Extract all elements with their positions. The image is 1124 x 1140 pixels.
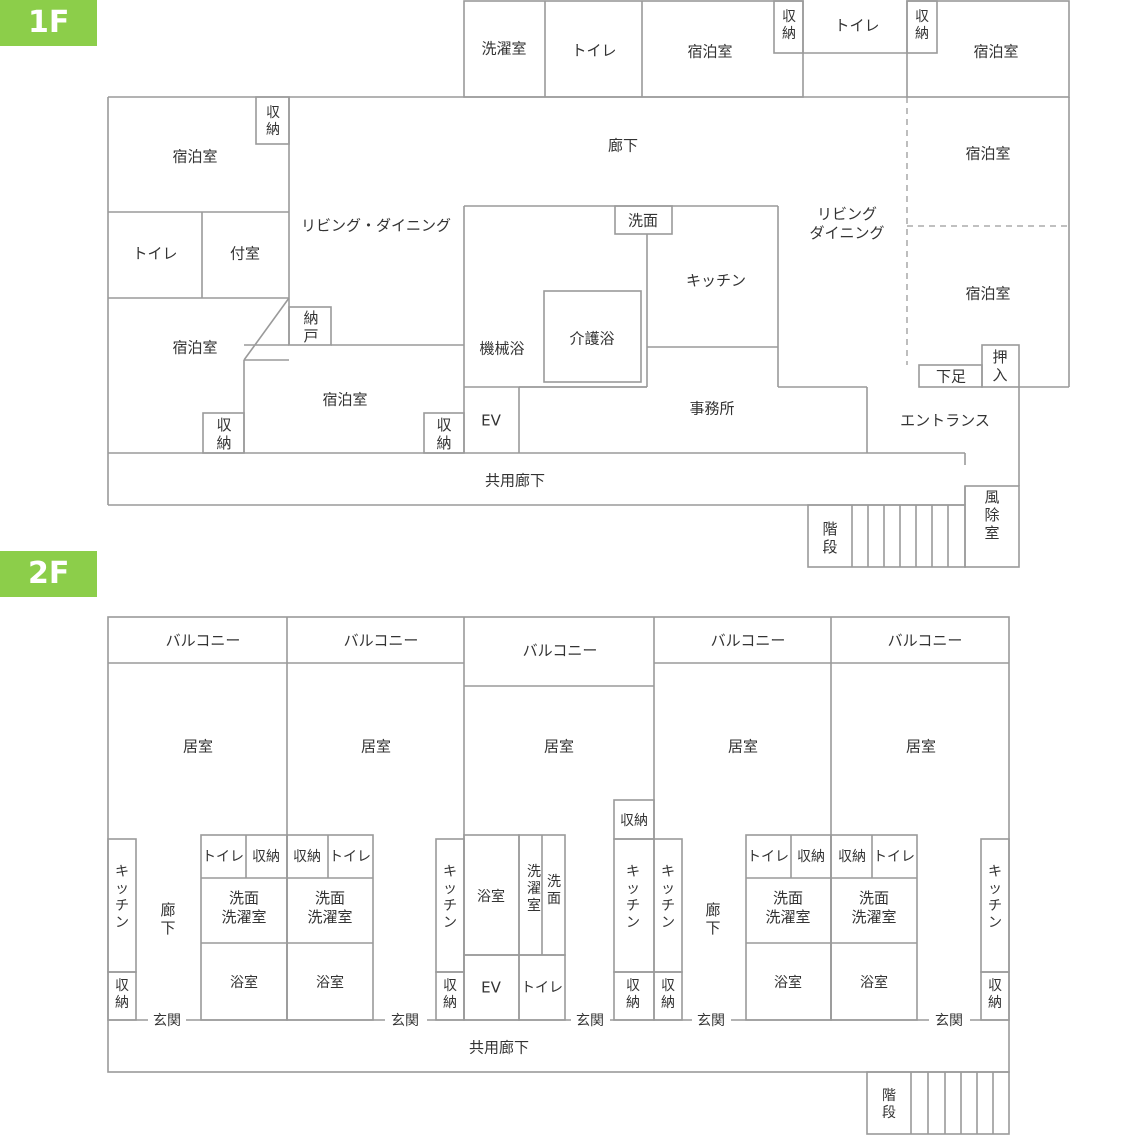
room-toilet-top: トイレ — [571, 42, 616, 60]
room-care-bath: 介護浴 — [569, 330, 614, 348]
entrance-hall-3: 玄関 — [576, 1012, 604, 1029]
room-guest-top-a: 宿泊室 — [687, 43, 732, 61]
bath-2: 浴室 — [316, 974, 344, 991]
room-toilet-top-b: トイレ — [834, 17, 879, 35]
room-stairs: 階段 — [822, 520, 837, 556]
room-entrance: エントランス — [900, 412, 990, 430]
room-storage-bottom-b: 収納 — [436, 416, 451, 452]
corridor-4: 廊下 — [705, 901, 720, 937]
storage-4: 収納 — [661, 978, 675, 1011]
room-guest-bottom: 宿泊室 — [322, 391, 367, 409]
room-laundry: 洗濯室 — [481, 40, 526, 58]
storage-4b: 収納 — [797, 849, 825, 865]
floor-badge-2f: 2F — [0, 551, 97, 597]
room-living-dining-left: リビング・ダイニング — [301, 217, 451, 235]
room-kitchen: キッチン — [686, 272, 746, 290]
bath-5: 浴室 — [860, 974, 888, 991]
storage-1: 収納 — [115, 978, 129, 1011]
wash-laundry-center-b: 洗面 — [547, 874, 561, 907]
room-storage-top-b: 収納 — [915, 9, 929, 42]
kitchen-2: キッチン — [443, 864, 457, 931]
storage-2: 収納 — [443, 978, 457, 1011]
kitchen-4a: キッチン — [626, 864, 640, 931]
entrance-hall-1: 玄関 — [153, 1012, 181, 1029]
kitchen-5: キッチン — [988, 864, 1002, 931]
bath-1: 浴室 — [230, 974, 258, 991]
living-room-1: 居室 — [183, 738, 213, 756]
room-washroom: 洗面 — [628, 212, 658, 230]
room-guest-left-b: 宿泊室 — [172, 339, 217, 357]
room-futon-closet: 押入 — [992, 348, 1007, 384]
room-office: 事務所 — [689, 400, 734, 418]
room-corridor: 廊下 — [608, 137, 638, 155]
balcony-5: バルコニー — [888, 632, 963, 650]
storage-center: 収納 — [620, 813, 648, 829]
room-storage-top-a: 収納 — [782, 9, 796, 42]
balcony-4: バルコニー — [711, 632, 786, 650]
balcony-2: バルコニー — [344, 632, 419, 650]
living-room-4: 居室 — [728, 738, 758, 756]
room-shoe-closet: 下足 — [936, 368, 966, 386]
floor-2f-labels: バルコニー バルコニー バルコニー バルコニー バルコニー 居室 居室 居室 居… — [115, 632, 1002, 1122]
entrance-hall-2: 玄関 — [391, 1012, 419, 1029]
toilet-4: トイレ — [747, 849, 789, 865]
room-guest-top-b: 宿泊室 — [973, 43, 1018, 61]
toilet-1: トイレ — [202, 849, 244, 865]
storage-5b: 収納 — [838, 849, 866, 865]
living-room-3: 居室 — [544, 738, 574, 756]
room-toilet-left: トイレ — [132, 245, 177, 263]
corridor-1: 廊下 — [160, 901, 175, 937]
room-annex: 付室 — [230, 245, 260, 263]
room-storage-bottom-a: 収納 — [216, 416, 231, 452]
room-shared-corridor: 共用廊下 — [485, 472, 545, 490]
storage-1b: 収納 — [252, 849, 280, 865]
storage-2b: 収納 — [293, 849, 321, 865]
balcony-1: バルコニー — [166, 632, 241, 650]
kitchen-4: キッチン — [661, 864, 675, 931]
room-closet-left: 納戸 — [303, 309, 318, 345]
bath-center: 浴室 — [477, 888, 505, 905]
toilet-center: トイレ — [521, 980, 563, 996]
room-elevator: EV — [481, 412, 501, 430]
living-room-5: 居室 — [906, 738, 936, 756]
elevator-2f: EV — [481, 979, 501, 997]
living-room-2: 居室 — [361, 738, 391, 756]
toilet-5: トイレ — [873, 849, 915, 865]
floor-badge-1f: 1F — [0, 0, 97, 46]
wash-laundry-2: 洗面洗濯室 — [307, 889, 352, 926]
bath-4: 浴室 — [774, 974, 802, 991]
entrance-hall-5: 玄関 — [935, 1012, 963, 1029]
room-guest-right-a: 宿泊室 — [965, 145, 1010, 163]
room-storage-left-a: 収納 — [266, 105, 280, 138]
floor-2f-walls — [107, 616, 1010, 1135]
wash-laundry-1: 洗面洗濯室 — [221, 889, 266, 926]
storage-5: 収納 — [988, 978, 1002, 1011]
stairs-2f: 階段 — [882, 1088, 896, 1121]
wash-laundry-center-a: 洗濯室 — [527, 864, 541, 914]
room-machine-bath: 機械浴 — [479, 340, 524, 358]
room-guest-right-b: 宿泊室 — [965, 285, 1010, 303]
wash-laundry-4: 洗面洗濯室 — [765, 889, 810, 926]
wash-laundry-5: 洗面洗濯室 — [851, 889, 896, 926]
kitchen-1: キッチン — [115, 864, 129, 931]
entrance-hall-4: 玄関 — [697, 1012, 725, 1029]
storage-4a: 収納 — [626, 978, 640, 1011]
shared-corridor-2f: 共用廊下 — [469, 1039, 529, 1057]
room-windbreak: 風除室 — [984, 488, 999, 542]
floor-1f-labels: 洗濯室 トイレ 宿泊室 収納 トイレ 収納 宿泊室 宿泊室 収納 廊下 リビング… — [132, 9, 1018, 556]
toilet-2: トイレ — [329, 849, 371, 865]
floor-1f-walls — [107, 0, 1070, 568]
balcony-3: バルコニー — [523, 642, 598, 660]
room-living-dining-right: リビングダイニング — [809, 205, 884, 242]
room-guest-left-a: 宿泊室 — [172, 148, 217, 166]
